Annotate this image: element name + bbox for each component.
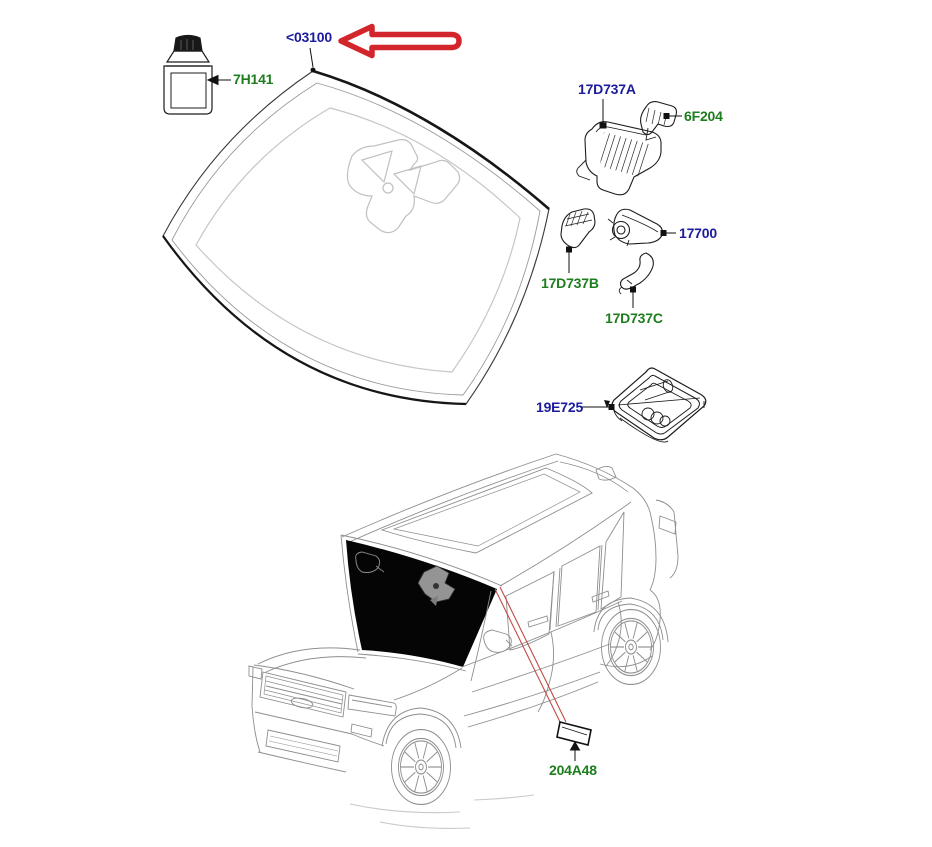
windscreen-drawing — [162, 67, 550, 406]
windscreen-label-part-drawing — [556, 721, 592, 746]
interior-mirror-drawing — [607, 208, 663, 247]
part-callout-interior-mirror[interactable]: 17700 — [679, 225, 717, 241]
part-callout-adhesive-kit[interactable]: 7H141 — [233, 71, 274, 87]
part-callout-mirror-base-cover[interactable]: 17D737B — [541, 275, 599, 291]
rain-sensor-drawing — [604, 367, 707, 443]
part-callout-mirror-arm-cover[interactable]: 17D737C — [605, 310, 663, 326]
part-callout-camera-cover[interactable]: 17D737A — [578, 81, 636, 97]
part-callout-windscreen[interactable]: <03100 — [286, 29, 332, 45]
leader-lines — [206, 47, 682, 761]
mirror-base-cover-drawing — [560, 208, 596, 249]
part-callout-windscreen-label[interactable]: 204A48 — [549, 762, 597, 778]
red-locator-leaders — [494, 586, 567, 725]
mirror-pad-cutout — [346, 139, 461, 234]
adhesive-bottle-drawing — [163, 34, 213, 115]
suv-illustration — [248, 453, 679, 829]
part-callout-rain-light-sensor[interactable]: 19E725 — [536, 399, 584, 415]
camera-unit-glyph — [417, 565, 456, 606]
part-callout-camera-bracket[interactable]: 6F204 — [684, 108, 723, 124]
mirror-arm-cover-drawing — [618, 252, 654, 295]
camera-cover-drawing — [576, 121, 662, 196]
highlighted-windscreen — [346, 540, 497, 667]
camera-bracket-drawing — [640, 101, 678, 141]
